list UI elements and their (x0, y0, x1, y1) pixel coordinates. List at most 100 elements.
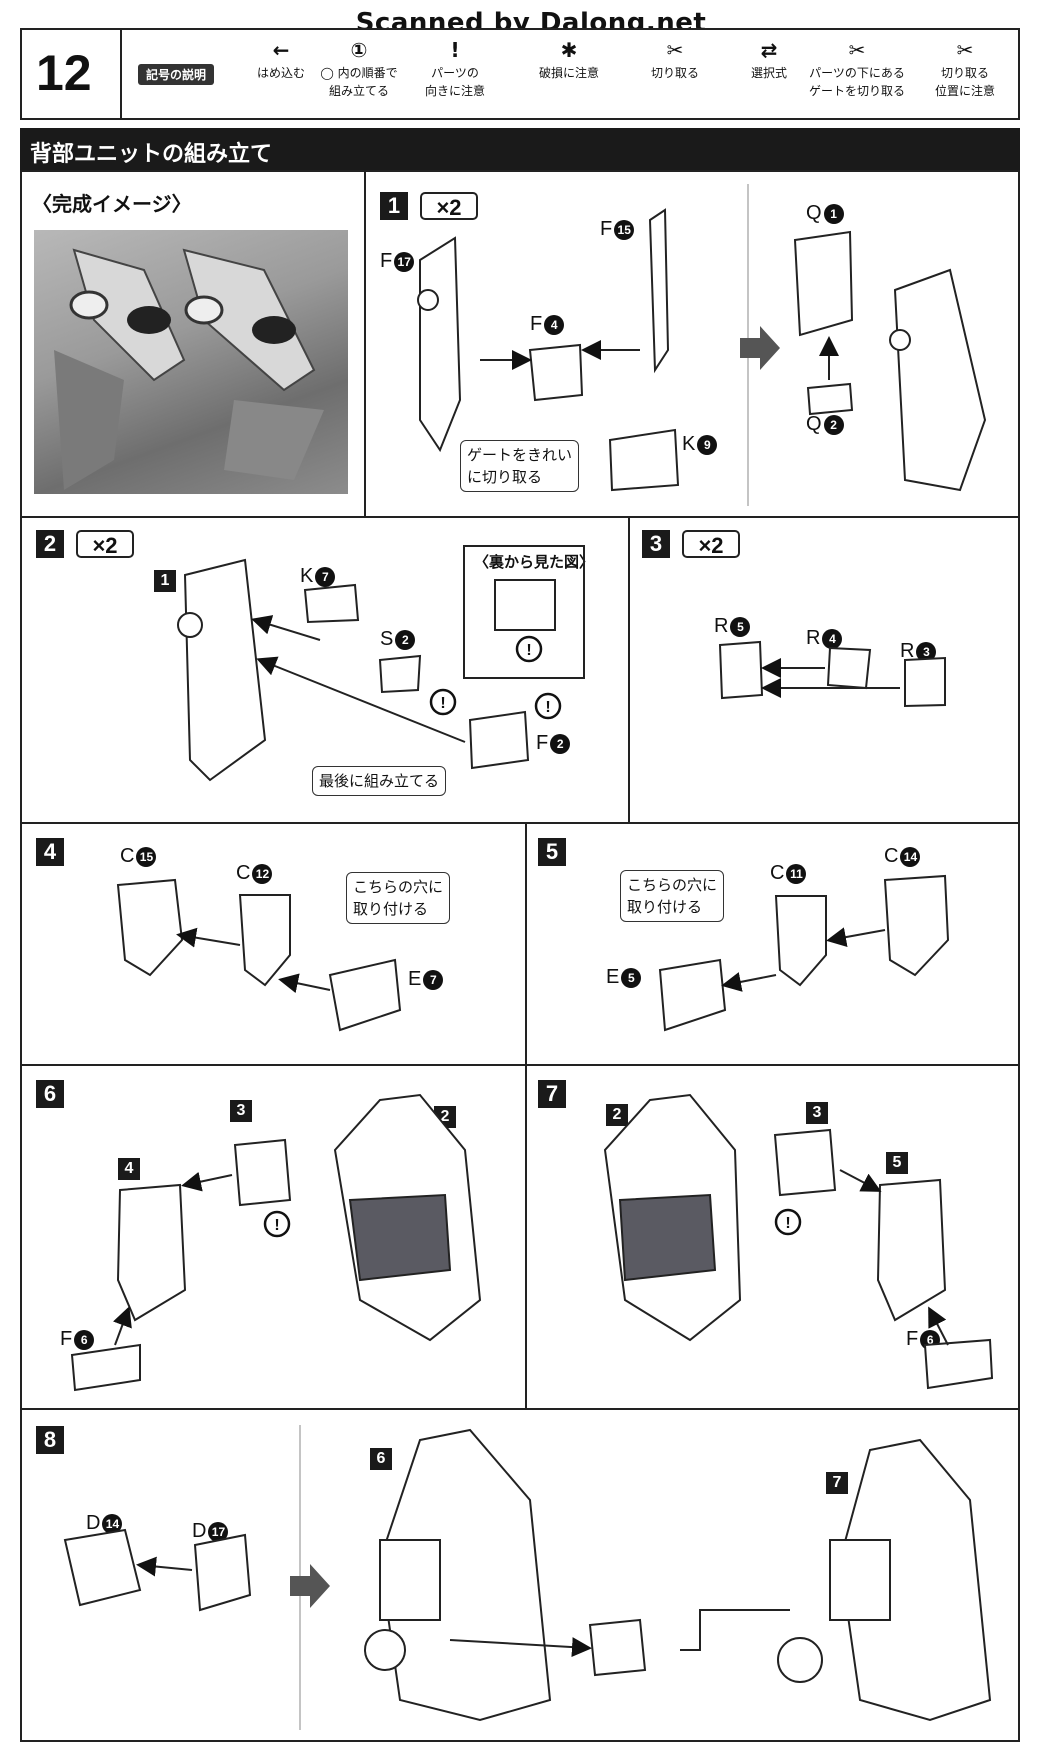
legend-badge: 記号の説明 (138, 64, 215, 85)
step-4-note: こちらの穴に 取り付ける (346, 872, 451, 924)
part-number-badge: 5 (730, 616, 751, 637)
step-2-multiplier: ×2 (76, 530, 134, 558)
part-letter: F (906, 1328, 919, 1350)
part-letter: C (120, 845, 135, 867)
part-letter: R (900, 640, 915, 662)
step-7-ref-3: 3 (806, 1102, 828, 1124)
part-number-badge: 9 (697, 434, 718, 455)
step-7-number: 7 (538, 1080, 566, 1108)
part-F15 (648, 208, 670, 374)
step-7-ref-2: 2 (606, 1104, 628, 1126)
part-letter: C (770, 862, 785, 884)
breakage-icon: ✱ (560, 38, 578, 62)
step-3-multiplier: ×2 (682, 530, 740, 558)
part-E7 (328, 958, 402, 1032)
legend-item-0: ←はめ込む (226, 38, 336, 82)
part-number-badge: 15 (614, 219, 635, 240)
part-letter: F (60, 1328, 73, 1350)
part-number-badge: 15 (136, 846, 157, 867)
part-number-badge: 5 (621, 967, 642, 988)
page-number: 12 (36, 45, 92, 101)
part-number-badge: 17 (394, 251, 415, 272)
part-number-badge: 2 (823, 414, 844, 435)
part-number-badge: 1 (823, 203, 844, 224)
section-title: 背部ユニットの組み立て (30, 142, 273, 167)
step-8-ref-7: 7 (826, 1472, 848, 1494)
arrow-left-icon: ← (272, 38, 290, 62)
part-F17 (419, 236, 462, 453)
step-1-number: 1 (380, 192, 408, 220)
nipper-icon: ✂ (666, 38, 684, 62)
legend-text: パーツの下にある ゲートを切り取る (808, 66, 905, 98)
step-8-number: 8 (36, 1426, 64, 1454)
part-letter: K (682, 433, 696, 455)
part-letter: Q (806, 202, 822, 224)
legend-text: ◯ 内の順番で 組み立てる (320, 66, 398, 98)
step-2-ref-badge: 1 (154, 570, 176, 592)
part-letter: K (300, 565, 314, 587)
svg-text:!: ! (440, 695, 445, 712)
part-number-badge: 6 (74, 1329, 95, 1350)
part-F4 (528, 343, 584, 402)
part-letter: S (380, 628, 394, 650)
part-R3 (904, 656, 946, 708)
legend-item-1: ①◯ 内の順番で 組み立てる (304, 38, 414, 100)
part-C14 (883, 874, 950, 977)
part-number-badge: 17 (208, 1521, 229, 1542)
choice-arrows-icon: ⇄ (760, 38, 778, 62)
part-C11 (774, 895, 827, 987)
section-header (20, 128, 1020, 170)
legend-text: 破損に注意 (538, 66, 599, 80)
step-5-number: 5 (538, 838, 566, 866)
part-letter: D (192, 1520, 207, 1542)
part-C15 (116, 878, 184, 977)
part-F6-7 (923, 1338, 994, 1390)
legend-text: パーツの 向きに注意 (424, 66, 485, 98)
step-2-inset-title: 〈裏から見た図〉 (474, 553, 595, 571)
step-2-inset (463, 545, 585, 679)
step-4-number: 4 (36, 838, 64, 866)
part-number-badge: 14 (900, 846, 921, 867)
part-letter: R (714, 615, 729, 637)
part-number-badge: 4 (544, 314, 565, 335)
part-shaded-cover-7 (618, 1193, 717, 1282)
part-letter: F (380, 250, 393, 272)
part-E5 (658, 958, 727, 1032)
gate-cut-icon: ✂ (848, 38, 866, 62)
part-letter: E (606, 966, 620, 988)
legend-item-3: ✱ 破損に注意 (514, 38, 624, 82)
legend-item-4: ✂切り取る (620, 38, 730, 82)
complete-image-photo (34, 230, 348, 494)
header-divider (120, 28, 122, 120)
part-letter: E (408, 968, 422, 990)
step-5-note: こちらの穴に 取り付ける (620, 870, 725, 922)
part-letter: Q (806, 413, 822, 435)
part-K9 (608, 428, 680, 492)
part-letter: F (600, 218, 613, 240)
panel-step-3 (628, 516, 1020, 824)
step-arrow-1 (740, 326, 780, 370)
legend-item-2: ! パーツの 向きに注意 (400, 38, 510, 100)
exclamation-icon: ! (450, 38, 460, 62)
part-letter: C (236, 862, 251, 884)
part-number-badge: 2 (395, 629, 416, 650)
part-number-badge: 14 (102, 1513, 123, 1534)
legend-item-5: ⇄ 選択式 (714, 38, 824, 82)
legend-text: 選択式 (750, 66, 787, 80)
part-number-badge: 11 (786, 863, 807, 884)
part-Q2 (806, 382, 854, 416)
svg-text:!: ! (785, 1215, 790, 1232)
step-2-note: 最後に組み立てる (312, 766, 447, 796)
part-C12 (238, 894, 291, 987)
part-ref-5 (876, 1178, 947, 1322)
